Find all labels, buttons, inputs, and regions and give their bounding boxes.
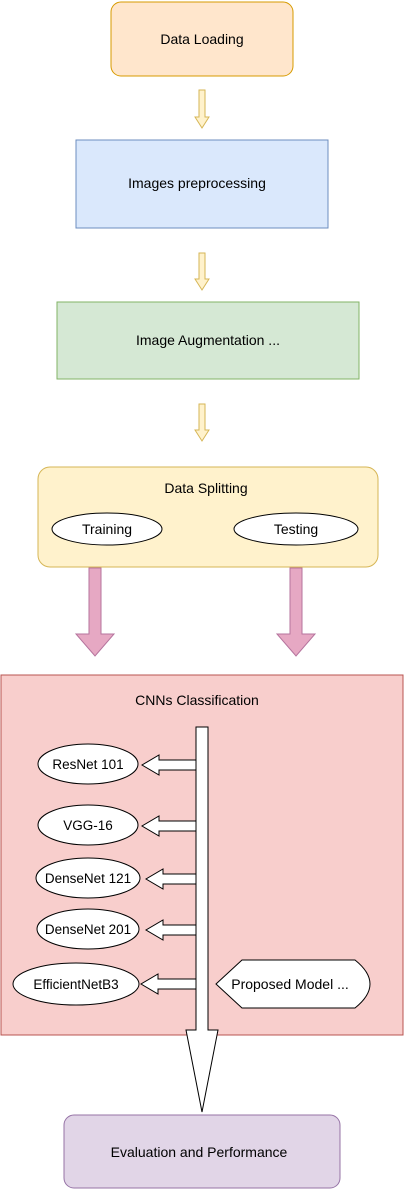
training-label: Training [82,521,132,537]
cnn-classification-label: CNNs Classification [135,692,259,708]
model-densenet201-label: DenseNet 201 [45,922,131,937]
evaluation-box [63,1114,341,1189]
testing-to-cnn-arrow [275,567,317,657]
cnn-to-evaluation-arrow [185,726,219,1113]
model-resnet101 [37,743,139,785]
model-efficientnetb3 [12,962,140,1006]
model-densenet121-label: DenseNet 121 [45,871,131,886]
augmentation-label: Image Augmentation ... [136,332,280,348]
preprocessing-box [75,139,329,229]
arrow-augmentation-to-splitting [194,403,210,442]
model-efficientnetb3-label: EfficientNetB3 [33,977,118,992]
arrow-loading-to-preprocessing [194,89,210,129]
arrow-to-densenet121 [145,868,200,890]
testing-label: Testing [274,521,318,537]
training-to-cnn-arrow [74,567,116,657]
data-splitting-label: Data Splitting [164,480,247,496]
model-vgg16-label: VGG-16 [63,818,113,833]
proposed-model-label: Proposed Model ... [231,976,349,992]
data-loading-label: Data Loading [160,31,243,47]
proposed-model-shape [215,959,371,1009]
arrow-to-efficientnetb3 [140,973,200,995]
preprocessing-label: Images preprocessing [128,175,266,191]
data-loading-box [110,1,294,77]
model-densenet121 [35,857,141,899]
model-vgg16 [37,804,139,846]
testing-ellipse [233,512,359,546]
arrow-to-resnet101 [141,754,200,776]
evaluation-label: Evaluation and Performance [111,1144,288,1160]
arrow-to-densenet201 [145,919,200,941]
training-ellipse [51,512,163,546]
model-resnet101-label: ResNet 101 [52,757,123,772]
augmentation-box [56,301,360,380]
model-densenet201 [36,908,140,950]
arrow-to-vgg16 [141,815,200,837]
arrow-preprocessing-to-augmentation [194,252,210,291]
